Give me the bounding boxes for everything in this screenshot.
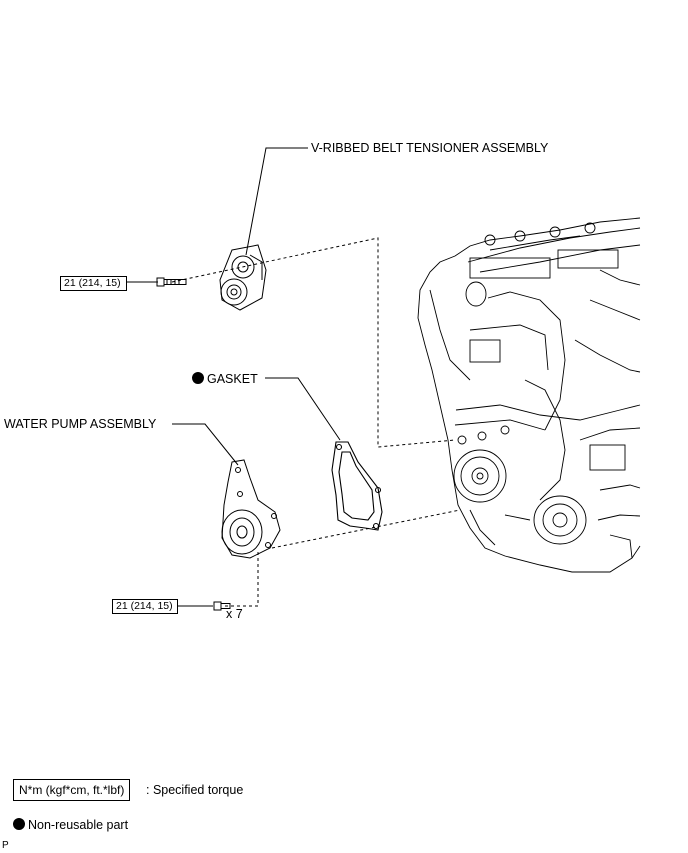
gasket	[331, 441, 383, 531]
legend-unit-desc: : Specified torque	[146, 783, 244, 797]
legend-dot-icon	[13, 818, 25, 830]
gasket-label-text: GASKET	[207, 372, 258, 386]
tensioner-assembly	[219, 244, 267, 311]
crankshaft-pulley	[453, 449, 507, 503]
idler-pulley	[533, 495, 587, 545]
legend-unit-box: N*m (kgf*cm, ft.*lbf)	[13, 779, 131, 801]
water-pump-leader	[172, 423, 239, 466]
water-pump-bolt	[213, 601, 231, 611]
nonreusable-dot-icon	[192, 372, 204, 384]
engine-block	[417, 217, 641, 573]
gasket-leader	[265, 377, 341, 441]
tensioner-torque-box: 21 (214, 15)	[60, 276, 127, 291]
water-pump-assembly	[221, 459, 281, 559]
tensioner-leader	[245, 147, 308, 256]
tensioner-label: V-RIBBED BELT TENSIONER ASSEMBLY	[311, 141, 549, 155]
pump-align-line	[271, 509, 461, 549]
legend-nonreusable: Non-reusable part	[13, 818, 128, 832]
gasket-label: GASKET	[192, 372, 258, 386]
figure-code: P	[2, 840, 9, 851]
tensioner-bolt	[156, 277, 187, 287]
bolt-align-line	[225, 552, 259, 607]
pump-torque-box: 21 (214, 15)	[112, 599, 178, 614]
water-pump-label: WATER PUMP ASSEMBLY	[4, 417, 157, 431]
bolt-count: x 7	[226, 607, 243, 621]
tensioner-align-line	[171, 237, 456, 448]
legend-nonreusable-text: Non-reusable part	[28, 818, 129, 832]
